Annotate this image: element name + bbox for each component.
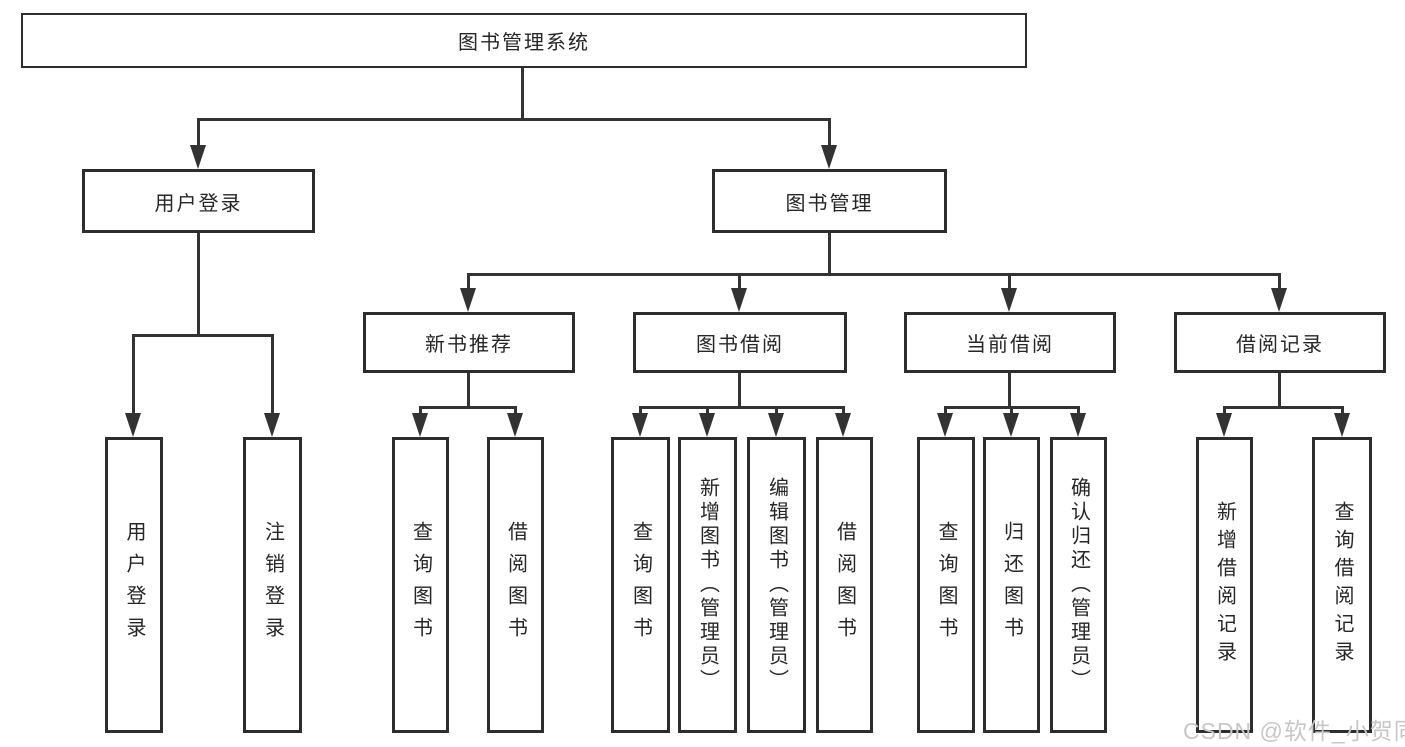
leaf-add-borrow-record: 新增借阅记录 [1196, 437, 1253, 733]
arrow-down-icon [1001, 288, 1017, 312]
arrow-down-icon [1334, 413, 1350, 437]
leaf-label: 新增图书（管理员） [696, 477, 719, 693]
arrow-down-icon [821, 145, 837, 169]
leaf-label: 注销登录 [261, 521, 284, 649]
connector-line [132, 334, 135, 415]
connector-line [706, 406, 709, 418]
leaf-label: 查询图书 [935, 521, 957, 649]
node-new-book-recommend: 新书推荐 [363, 312, 575, 373]
leaf-edit-book-admin: 编辑图书（管理员） [747, 437, 806, 733]
node-borrow-records: 借阅记录 [1174, 312, 1386, 373]
arrow-down-icon [768, 413, 784, 437]
leaf-label: 新增借阅记录 [1213, 501, 1236, 669]
connector-line [1223, 406, 1226, 418]
connector-line [639, 406, 845, 409]
arrow-down-icon [460, 288, 476, 312]
leaf-logout: 注销登录 [243, 437, 302, 733]
leaf-label: 借阅图书 [833, 521, 856, 649]
arrow-down-icon [125, 413, 141, 437]
connector-line [419, 406, 517, 409]
leaf-label: 借阅图书 [504, 521, 527, 649]
leaf-query-books-recommend: 查询图书 [392, 437, 449, 733]
connector-line [639, 406, 642, 418]
leaf-add-book-admin: 新增图书（管理员） [678, 437, 737, 733]
arrow-down-icon [731, 288, 747, 312]
leaf-return-book: 归还图书 [983, 437, 1040, 733]
arrow-down-icon [190, 145, 206, 169]
leaf-query-books-current: 查询图书 [917, 437, 975, 733]
node-system: 图书管理系统 [21, 13, 1027, 68]
connector-line [197, 118, 200, 150]
connector-line [842, 406, 845, 418]
arrow-down-icon [1216, 413, 1232, 437]
arrow-down-icon [412, 413, 428, 437]
node-current-borrow: 当前借阅 [904, 312, 1116, 373]
connector-line [521, 68, 524, 119]
leaf-label: 查询图书 [409, 521, 432, 649]
connector-line [1341, 406, 1344, 418]
leaf-query-books-borrow: 查询图书 [611, 437, 670, 733]
connector-line [1008, 273, 1011, 291]
connector-line [197, 233, 200, 337]
connector-line [1077, 406, 1080, 418]
leaf-confirm-return-admin: 确认归还（管理员） [1050, 437, 1107, 733]
leaf-borrow-books-recommend: 借阅图书 [487, 437, 544, 733]
arrow-down-icon [937, 413, 953, 437]
connector-line [271, 334, 274, 415]
connector-line [1223, 406, 1343, 409]
leaf-label: 查询借阅记录 [1331, 501, 1353, 669]
connector-line [467, 273, 1280, 276]
node-book-borrow: 图书借阅 [633, 312, 847, 373]
connector-line [197, 118, 831, 121]
arrow-down-icon [1070, 413, 1086, 437]
arrow-down-icon [264, 413, 280, 437]
arrow-down-icon [1271, 288, 1287, 312]
node-user-login: 用户登录 [82, 169, 315, 233]
connector-line [828, 118, 831, 150]
connector-line [132, 334, 273, 337]
watermark: CSDN @软件_小贺同学 [1183, 718, 1405, 744]
connector-line [738, 373, 741, 409]
leaf-user-login: 用户登录 [105, 437, 163, 733]
connector-line [775, 406, 778, 418]
arrow-down-icon [699, 413, 715, 437]
connector-line [944, 406, 947, 418]
connector-line [467, 373, 470, 409]
leaf-label: 用户登录 [123, 521, 145, 649]
arrow-down-icon [835, 413, 851, 437]
connector-line [1278, 373, 1281, 409]
connector-line [738, 273, 741, 291]
connector-line [1008, 373, 1011, 409]
leaf-label: 确认归还（管理员） [1067, 477, 1090, 693]
arrow-down-icon [507, 413, 523, 437]
leaf-borrow-books-2: 借阅图书 [816, 437, 873, 733]
arrow-down-icon [632, 413, 648, 437]
leaf-label: 查询图书 [629, 521, 652, 649]
connector-line [514, 406, 517, 418]
arrow-down-icon [1003, 413, 1019, 437]
leaf-label: 编辑图书（管理员） [765, 477, 788, 693]
leaf-query-borrow-record: 查询借阅记录 [1312, 437, 1372, 733]
connector-line [828, 233, 831, 275]
node-book-management: 图书管理 [712, 169, 947, 233]
connector-line [1278, 273, 1281, 291]
connector-line [467, 273, 470, 291]
leaf-label: 归还图书 [1000, 521, 1023, 649]
connector-line [1010, 406, 1013, 418]
connector-line [419, 406, 422, 418]
